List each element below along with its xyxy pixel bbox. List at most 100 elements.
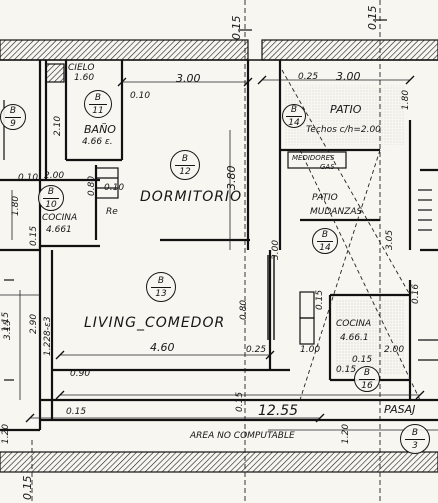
dim-0-15-mid: 0.15 [336, 365, 357, 375]
bubble-divider [405, 438, 425, 440]
dim-0-80-living: 0.80 [239, 299, 249, 320]
bubble-top-text: B [363, 367, 371, 378]
bubble-divider [151, 286, 171, 288]
bubble-divider [286, 115, 302, 117]
room-bubble-left: B 9 [0, 104, 26, 130]
walls [0, 60, 438, 432]
room-name-patio: PATIO [330, 103, 362, 116]
bottom-wall-hatched [0, 451, 438, 473]
dim-0-25: 0.25 [298, 72, 319, 82]
dim-3-00-vert: 3.00 [271, 239, 281, 260]
room-bubble-dormitorio: B 12 [170, 150, 200, 180]
dim-0-15-cocina: 0.15 [29, 225, 39, 246]
room-bubble-mid: B 14 [312, 228, 338, 254]
bubble-divider [4, 116, 22, 118]
dim-2-00-left: 2.00 [44, 171, 65, 181]
dim-2-90: 2.90 [29, 313, 39, 334]
dim-0-15-bottom: 0.15 [66, 407, 87, 417]
bubble-top-text: B [9, 105, 17, 116]
dim-1-15: 1.15 [1, 311, 11, 332]
bubble-bottom-text: 13 [155, 288, 167, 299]
axis-ticks [238, 19, 387, 31]
dim-1-20-right: 1.20 [341, 423, 351, 444]
bubble-top-text: B [411, 427, 419, 438]
bubble-divider [88, 103, 108, 105]
medidores-box [287, 151, 347, 169]
cielo-value: 1.60 [74, 73, 95, 83]
room-name-cocina-right: COCINA [336, 319, 372, 329]
room-name-living: LIVING_COMEDOR [84, 315, 226, 331]
bubble-bottom-text: 12 [179, 166, 191, 177]
bubble-top-text: B [157, 275, 165, 286]
dim-0-10-left: 0.10 [18, 173, 39, 183]
cocina-right-texture [335, 300, 405, 375]
dim-0-25-b: 0.25 [246, 345, 267, 355]
bubble-divider [42, 197, 60, 199]
dim-1-80-left: 1.80 [11, 195, 21, 216]
bubble-bottom-text: 14 [319, 242, 331, 253]
room-name-dormitorio: DORMITORIO [140, 189, 243, 205]
top-wall-hatched [0, 39, 438, 61]
axis-label-left: 0.15 [230, 15, 243, 41]
bubble-bottom-text: 16 [361, 380, 373, 391]
cielo-label: CIELO [68, 63, 95, 73]
dim-0-15-pat: 0.15 [352, 355, 373, 365]
bubble-top-text: B [47, 186, 55, 197]
cielo-box [45, 63, 65, 83]
re-label: Re [106, 207, 118, 217]
bubble-bottom-text: 11 [92, 105, 104, 116]
room-bubble-living: B 13 [146, 272, 176, 302]
room-area-bano: 4.66 ε. [82, 137, 113, 147]
room-bubble-cocina-right: B 16 [354, 366, 380, 392]
dim-3-00-right: 3.00 [336, 70, 361, 83]
bubble-top-text: B [321, 229, 329, 240]
dim-0-10-b: 0.10 [104, 183, 125, 193]
cocina-fixtures [95, 167, 315, 345]
axis-label-right: 0.15 [366, 5, 379, 31]
room-bubble-bano: B 11 [84, 90, 112, 118]
dim-3-00-top: 3.00 [176, 72, 201, 85]
room-area-cocina-left: 4.661 [46, 225, 72, 235]
bubble-top-text: B [94, 92, 102, 103]
dimension-lines [0, 79, 438, 431]
dim-4-60: 4.60 [150, 341, 175, 354]
techos-note: Techos c/h=2.00 [306, 125, 381, 135]
room-area-cocina-right: 4.66.1 [340, 333, 369, 343]
bubble-bottom-text: 9 [10, 118, 16, 129]
gas-label: GAS [320, 163, 335, 171]
dim-1-20-left: 1.20 [1, 423, 11, 444]
dim-1-228: 1.228-ε3 [43, 316, 53, 356]
bubble-bottom-text: 14 [288, 117, 300, 128]
dim-1-00: 1.00 [300, 345, 321, 355]
axis-label-bottom: 0.15 [21, 475, 34, 501]
dim-0-10: 0.10 [130, 91, 151, 101]
patio-mudanzas-line2: MUDANZAS [310, 207, 363, 217]
room-name-bano: BAÑO [84, 123, 116, 136]
room-bubble-patio: B 14 [282, 104, 306, 128]
bubble-bottom-text: 10 [45, 199, 57, 210]
living-window [267, 255, 275, 340]
dim-1-80-patio: 1.80 [401, 89, 411, 110]
dim-0-80: 0.80 [87, 175, 97, 196]
dim-0-90: 0.90 [70, 369, 91, 379]
dimension-ticks [25, 75, 425, 423]
area-no-computable-label: AREA NO COMPUTABLE [190, 431, 295, 441]
bubble-divider [358, 378, 376, 380]
patio-mudanzas-line1: PATIO [312, 193, 338, 203]
bubble-divider [316, 240, 334, 242]
bubble-bottom-text: 3 [412, 440, 418, 451]
bubble-top-text: B [290, 104, 298, 115]
room-name-pasaje: PASAJ [384, 403, 416, 416]
dim-2-10: 2.10 [53, 115, 63, 136]
dim-0-16: 0.16 [411, 283, 421, 304]
dim-3-80-dorm: 3.80 [225, 165, 238, 191]
room-bubble-cocina-left: B 10 [38, 185, 64, 211]
room-bubble-right: B 3 [400, 424, 430, 454]
dim-3-05: 3.05 [385, 229, 395, 250]
bubble-top-text: B [181, 153, 189, 164]
medidores-label: MEDIDORES [292, 154, 335, 162]
dim-0-15-v2: 0.15 [235, 391, 245, 412]
bubble-divider [175, 164, 195, 166]
